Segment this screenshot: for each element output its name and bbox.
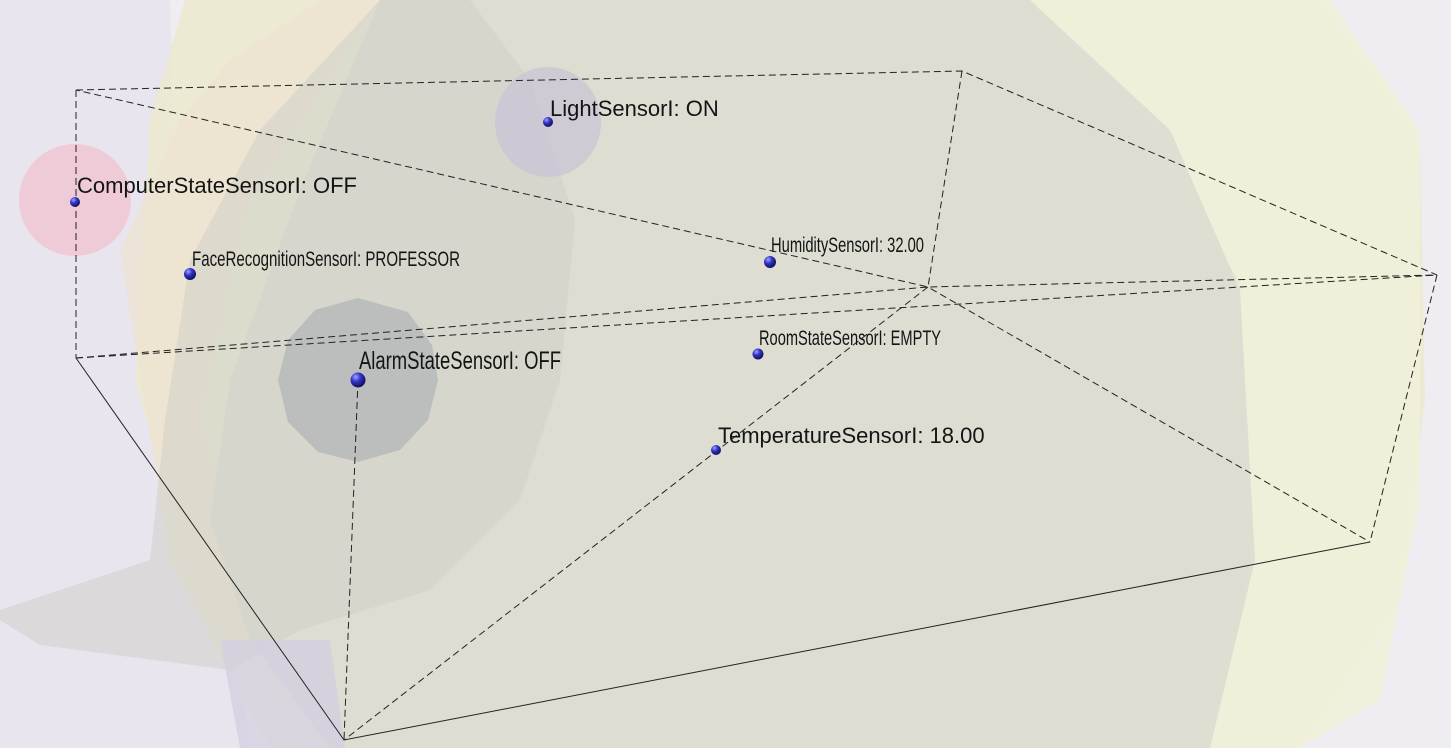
humidity-sensor-label: HumiditySensorI: 32.00	[771, 234, 924, 257]
face-recognition-sensor-label: FaceRecognitionSensorI: PROFESSOR	[192, 248, 460, 271]
room-state-sensor-node[interactable]	[752, 348, 764, 360]
humidity-sensor-node[interactable]	[764, 256, 776, 268]
alarm-state-sensor-label: AlarmStateSensorI: OFF	[359, 347, 561, 375]
light-sensor-node[interactable]	[543, 117, 553, 127]
computer-state-sensor-label: ComputerStateSensorI: OFF	[77, 173, 357, 198]
room-state-sensor-label: RoomStateSensorI: EMPTY	[759, 327, 941, 350]
light-sensor-label: LightSensorI: ON	[550, 96, 719, 121]
room-bounding-box	[75, 70, 1438, 741]
temperature-sensor-label: TemperatureSensorI: 18.00	[718, 423, 985, 448]
coverage-region-purple	[220, 640, 345, 748]
face-recognition-sensor-node[interactable]	[184, 268, 196, 280]
alarm-state-sensor-node[interactable]	[350, 372, 366, 388]
temperature-sensor-node[interactable]	[711, 445, 721, 455]
coverage-region-gray-left	[0, 0, 575, 670]
coverage-region-yellow-right	[1030, 0, 1420, 748]
computer-state-sensor-node[interactable]	[70, 197, 80, 207]
